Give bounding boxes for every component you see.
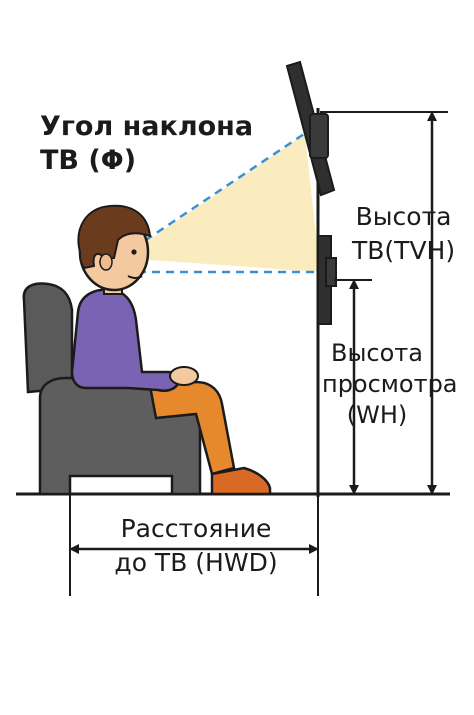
tilt-angle-line1: Угол наклона <box>40 111 254 142</box>
tv-height-line1: Высота <box>355 202 452 231</box>
distance-label: Расстояние до ТВ (HWD) <box>88 512 304 580</box>
distance-line1: Расстояние <box>120 514 272 543</box>
viewing-height-label: Высота просмотра (WH) <box>322 338 458 431</box>
sight-line-upper <box>121 132 305 258</box>
viewing-cone <box>122 134 320 272</box>
tv-height-label: Высота ТВ(TVH) <box>352 200 455 268</box>
flat-tv <box>317 235 337 325</box>
tilt-angle-line2: ТВ (Φ) <box>40 145 137 176</box>
viewing-height-line1: Высота <box>331 339 423 367</box>
distance-line2: до ТВ (HWD) <box>114 548 278 577</box>
tilted-tv <box>285 60 336 197</box>
viewing-height-line3: (WH) <box>346 401 408 429</box>
seated-person <box>70 204 272 496</box>
tv-height-line2: ТВ(TVH) <box>352 236 456 265</box>
viewing-height-line2: просмотра <box>322 370 458 398</box>
tilt-angle-label: Угол наклона ТВ (Φ) <box>40 110 253 178</box>
